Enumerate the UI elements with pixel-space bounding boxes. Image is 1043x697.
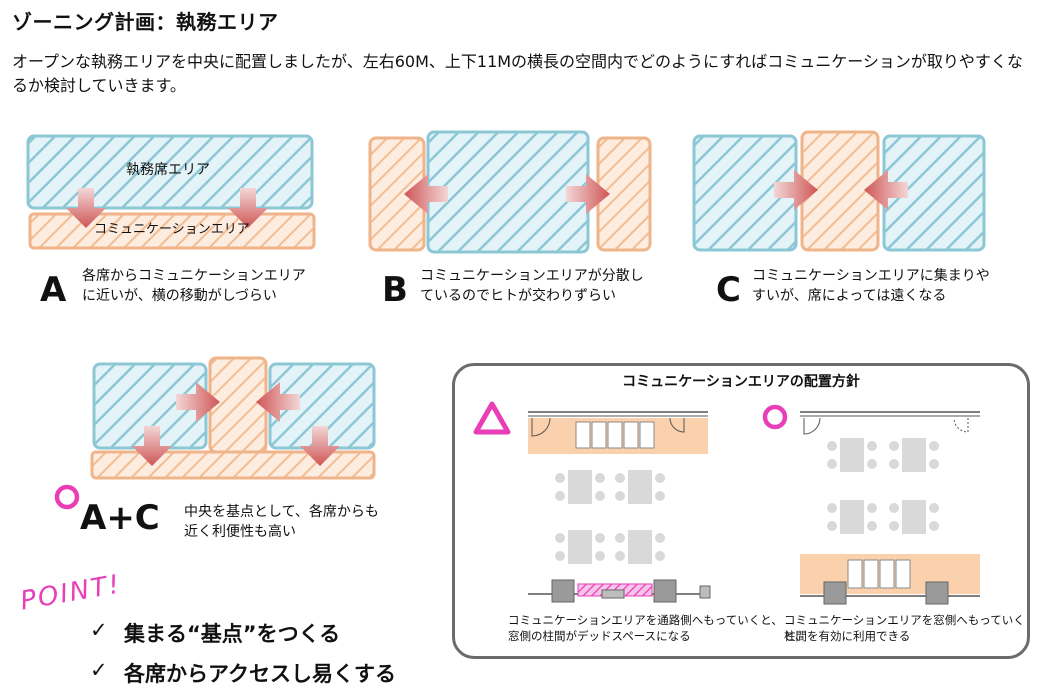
desk-cluster: [555, 470, 665, 564]
right-caption-line2: 柱間を有効に利用できる: [784, 629, 911, 643]
arrow-right-icon: [566, 174, 610, 214]
arrow-down-icon: [228, 188, 268, 228]
option-b-desc-line2: ているのでヒトが交わりずらい: [420, 288, 616, 304]
door-icon: [803, 417, 821, 435]
option-ac-letter: A+C: [80, 498, 160, 538]
option-c-letter: C: [716, 270, 741, 310]
circle-mark-icon: [762, 404, 788, 430]
column: [601, 589, 625, 599]
column: [823, 581, 847, 605]
option-b-letter: B: [382, 270, 408, 310]
left-caption-line1: コミュニケーションエリアを通路側へもっていくと、: [508, 613, 783, 627]
check-icon: ✓: [90, 618, 108, 642]
column: [551, 579, 575, 603]
point-item-2: 各席からアクセスし易くする: [124, 662, 396, 686]
panel-title: コミュニケーションエリアの配置方針: [622, 374, 860, 390]
option-a-desc-line2: に近いが、横の移動がしづらい: [82, 288, 277, 304]
column: [653, 579, 677, 603]
column: [925, 581, 949, 605]
left-floor-plan: [528, 411, 711, 603]
arrow-down-icon: [132, 426, 172, 466]
page-title: ゾーニング計画：執務エリア: [12, 10, 279, 34]
triangle-mark-icon: [473, 401, 511, 435]
arrow-left-icon: [256, 382, 300, 422]
arrow-right-icon: [176, 382, 220, 422]
left-caption-line2: 窓側の柱間がデッドスペースになる: [508, 629, 691, 643]
option-c-desc-line2: すいが、席によっては遠くなる: [752, 288, 947, 304]
option-c-diagram: [692, 130, 986, 252]
option-ac-desc-line2: 近く利便性も高い: [184, 524, 296, 540]
desk-cluster: [827, 438, 939, 534]
arrow-down-icon: [66, 188, 106, 228]
desk-group: [847, 559, 911, 589]
comm-area-block: [208, 356, 268, 454]
door-icon: [953, 417, 969, 433]
arrow-down-icon: [300, 426, 340, 466]
option-a-desc-line1: 各席からコミュニケーションエリア: [82, 268, 306, 284]
option-b-desc-line1: コミュニケーションエリアが分散し: [420, 268, 644, 284]
door-icon: [669, 417, 685, 433]
arrow-left-icon: [864, 170, 908, 210]
arrow-right-icon: [774, 170, 818, 210]
door-icon: [531, 417, 551, 437]
option-ac-diagram: [90, 356, 376, 480]
point-item-1: 集まる“基点”をつくる: [124, 622, 341, 646]
option-a-diagram: [26, 134, 316, 250]
option-c-desc-line1: コミュニケーションエリアに集まりや: [752, 268, 990, 284]
right-caption-line1: コミュニケーションエリアを窓側へもっていくと、: [784, 613, 1025, 643]
work-area-block: [426, 130, 590, 254]
work-area-label: 執務席エリア: [126, 162, 210, 178]
intro-text: オープンな執務エリアを中央に配置しましたが、左右60M、上下11Mの横長の空間内…: [12, 52, 1023, 95]
desk-group: [575, 421, 655, 449]
check-icon: ✓: [90, 658, 108, 682]
right-floor-plan: [800, 411, 980, 605]
option-b-diagram: [368, 130, 652, 254]
option-a-letter: A: [40, 270, 67, 310]
point-label: POINT!: [18, 569, 124, 617]
arrow-left-icon: [404, 174, 448, 214]
column: [699, 585, 711, 599]
circle-mark-icon: [54, 484, 80, 510]
option-ac-desc-line1: 中央を基点として、各席からも: [184, 504, 379, 520]
comm-area-block: [90, 450, 376, 480]
comm-area-label: コミュニケーションエリア: [94, 222, 250, 237]
